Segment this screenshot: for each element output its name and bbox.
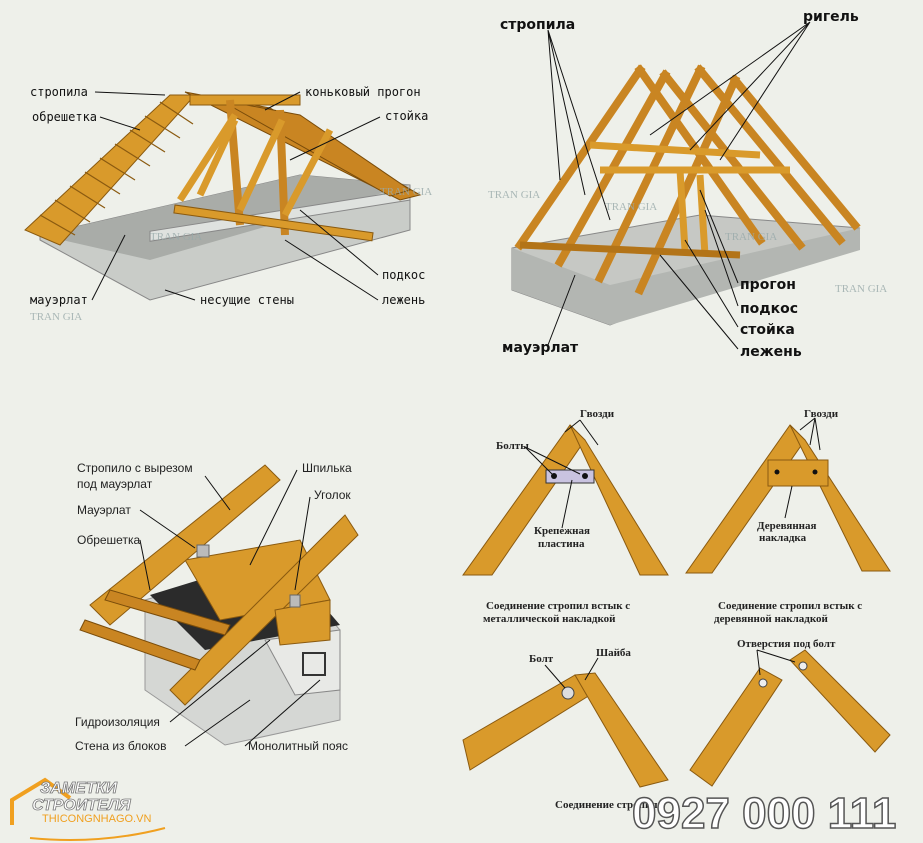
watermark-brand: TRAN GIA bbox=[380, 186, 432, 198]
label-mauerlat: мауэрлат bbox=[30, 293, 88, 307]
label-post: стойка bbox=[740, 322, 795, 338]
label-rafter-notch-1: Стропило с вырезом bbox=[77, 461, 193, 475]
label-ridge-purlin: коньковый прогон bbox=[305, 85, 421, 99]
label-mauerlat: мауэрлат bbox=[502, 340, 579, 356]
label-holes: Отверстия под болт bbox=[737, 638, 836, 650]
caption-metal-1: Соединение стропил встык с bbox=[486, 600, 630, 612]
label-pad-1: Деревянная bbox=[757, 520, 817, 532]
metal-plate bbox=[545, 469, 595, 484]
logo-line2: СТРОИТЕЛЯ bbox=[32, 797, 131, 814]
block-end bbox=[274, 599, 331, 646]
label-bearing-walls: несущие стены bbox=[200, 293, 294, 307]
label-rafters: стропила bbox=[30, 85, 88, 99]
label-sill: лежень bbox=[382, 293, 425, 307]
label-crossbar: ригель bbox=[803, 9, 859, 25]
label-purlin: прогон bbox=[740, 277, 796, 293]
joint-metal-plate: Болты Гвозди Крепежная пластина Соединен… bbox=[462, 408, 669, 625]
label-plate-2: пластина bbox=[538, 538, 585, 550]
ridge-purlin bbox=[189, 94, 301, 106]
joint-bolt: Болт Шайба Отверстия под болт Соединение… bbox=[462, 638, 891, 811]
label-stud: Шпилька bbox=[302, 461, 352, 475]
label-rafter-notch-2: под мауэрлат bbox=[77, 477, 153, 491]
label-nails: Гвозди bbox=[580, 408, 615, 420]
joint-wood-pad: Гвозди Деревянная накладка Соединение ст… bbox=[685, 408, 891, 625]
top-right-truss-illustration: стропила ригель прогон подкос стойка леж… bbox=[500, 9, 861, 360]
logo-site: THICONGNHAGO.VN bbox=[42, 813, 151, 825]
label-nails: Гвозди bbox=[804, 408, 839, 420]
label-monolithic-belt: Монолитный пояс bbox=[248, 739, 348, 753]
brand-watermarks: TRAN GIA TRAN GIA TRAN GIA TRAN GIA TRAN… bbox=[30, 186, 887, 323]
watermark-brand: TRAN GIA bbox=[30, 311, 82, 323]
label-bolts: Болты bbox=[496, 440, 529, 452]
label-strut: подкос bbox=[740, 301, 798, 317]
label-post: стойка bbox=[385, 109, 428, 123]
caption-bolt: Соединение стропил bbox=[555, 799, 658, 811]
label-rafters: стропила bbox=[500, 17, 575, 33]
label-bolt: Болт bbox=[529, 653, 554, 665]
label-angle: Уголок bbox=[314, 488, 351, 502]
label-sill: лежень bbox=[740, 344, 802, 360]
house-icon bbox=[10, 777, 72, 825]
label-strut: подкос bbox=[382, 268, 425, 282]
label-pad-2: накладка bbox=[759, 532, 807, 544]
logo-line1: ЗАМЕТКИ bbox=[40, 780, 117, 797]
label-waterproofing: Гидроизоляция bbox=[75, 715, 160, 729]
label-mauerlat: Мауэрлат bbox=[77, 503, 131, 517]
caption-wood-1: Соединение стропил встык с bbox=[718, 600, 862, 612]
watermark-brand: TRAN GIA bbox=[725, 231, 777, 243]
caption-wood-2: деревянной накладкой bbox=[714, 613, 829, 625]
bottom-left-mauerlat-node: Стропило с вырезом под мауэрлат Шпилька … bbox=[75, 461, 359, 753]
caption-metal-2: металлической накладкой bbox=[483, 613, 616, 625]
sill-beam bbox=[173, 204, 374, 242]
site-logo: ЗАМЕТКИ СТРОИТЕЛЯ THICONGNHAGO.VN bbox=[10, 777, 166, 841]
label-lathing: Обрешетка bbox=[77, 533, 140, 547]
rafter-2 bbox=[169, 514, 359, 706]
rafter-1 bbox=[89, 464, 281, 626]
label-washer: Шайба bbox=[596, 647, 631, 659]
label-block-wall: Стена из блоков bbox=[75, 739, 166, 753]
label-lathing: обрешетка bbox=[32, 110, 97, 124]
watermark-brand: TRAN GIA bbox=[835, 283, 887, 295]
watermark-brand: TRAN GIA bbox=[605, 201, 657, 213]
top-left-truss-illustration: стропила обрешетка коньковый прогон стой… bbox=[24, 85, 428, 307]
label-plate-1: Крепежная bbox=[534, 525, 590, 537]
watermark-brand: TRAN GIA bbox=[488, 189, 540, 201]
watermark-brand: TRAN GIA bbox=[150, 231, 202, 243]
phone-watermark: 0927 000 111 bbox=[632, 789, 896, 838]
